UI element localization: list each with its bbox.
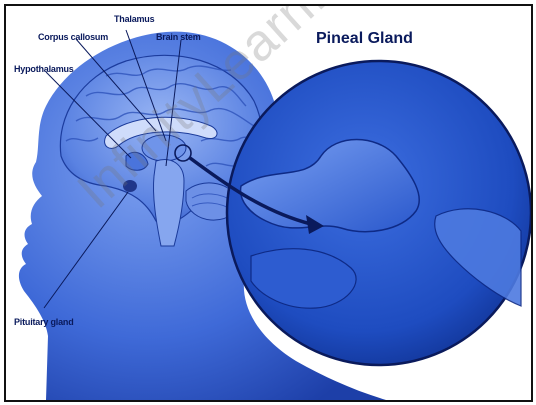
diagram-title: Pineal Gland [316, 30, 413, 47]
pineal-highlight-circle [174, 144, 192, 162]
magnified-pineal-gland [239, 138, 420, 233]
label-thalamus: Thalamus [114, 14, 155, 24]
magnify-arrow [188, 156, 312, 226]
magnified-lower-structure [250, 248, 357, 309]
hypothalamus [125, 151, 149, 171]
pituitary-gland [123, 180, 137, 192]
label-brain-stem: Brain stem [156, 32, 201, 42]
diagram-frame: Thalamus Corpus callosum Brain stem Hypo… [4, 4, 533, 402]
label-pituitary-gland: Pituitary gland [14, 317, 74, 327]
label-hypothalamus: Hypothalamus [14, 64, 74, 74]
brain-stem [153, 159, 185, 247]
anatomy-illustration [18, 29, 531, 400]
magnify-arrowhead [306, 215, 324, 234]
magnified-right-structure [434, 208, 522, 307]
label-corpus-callosum: Corpus callosum [38, 32, 109, 42]
corpus-callosum [104, 116, 218, 149]
leader-lines [43, 29, 182, 309]
